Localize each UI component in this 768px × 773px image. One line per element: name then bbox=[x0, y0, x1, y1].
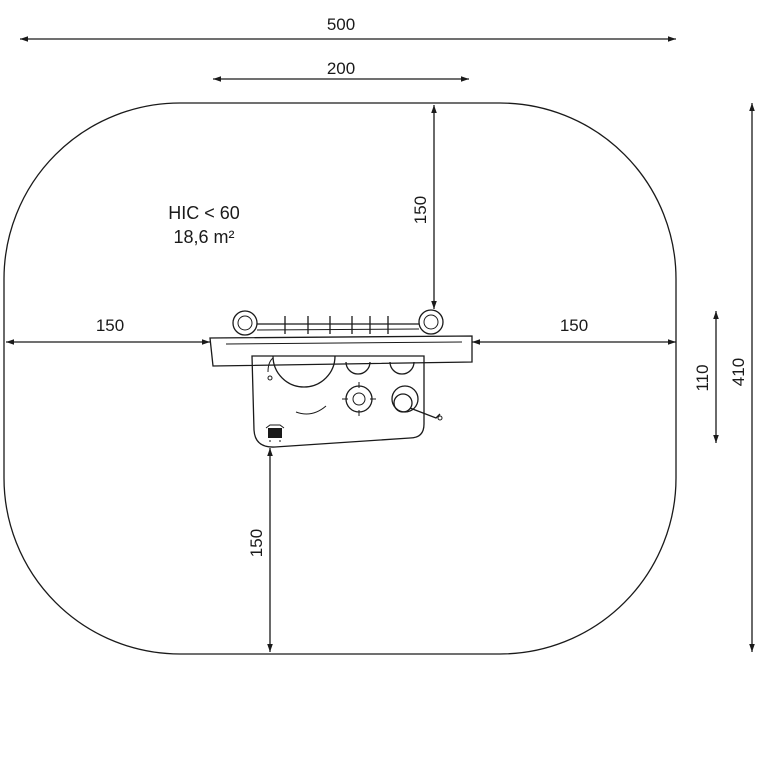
dim-label-total-depth: 410 bbox=[729, 358, 748, 386]
sink-front-curve bbox=[295, 405, 327, 415]
pan-handle-end bbox=[437, 415, 443, 421]
burner-bottom-left-ticks bbox=[342, 382, 376, 416]
counter-board-edge bbox=[225, 341, 463, 345]
top-rail-lower bbox=[256, 328, 420, 331]
burner-top-left bbox=[345, 361, 371, 375]
rail-hooks bbox=[284, 316, 389, 334]
play-kitchen-equipment bbox=[209, 309, 473, 448]
hic-label: HIC < 60 bbox=[168, 203, 240, 223]
left-post-inner bbox=[237, 315, 253, 331]
logo-emblem bbox=[265, 424, 285, 442]
right-post-inner bbox=[423, 314, 439, 330]
safety-zone-outline bbox=[3, 102, 677, 655]
counter-board bbox=[209, 335, 473, 367]
pan-handle bbox=[409, 407, 441, 419]
kitchen-cabinet bbox=[251, 355, 425, 448]
dim-label-equipment-width: 200 bbox=[327, 59, 355, 78]
dim-label-top-clearance: 150 bbox=[411, 196, 430, 224]
pan bbox=[393, 393, 413, 413]
sink-bowl bbox=[272, 355, 336, 388]
burner-top-right bbox=[389, 361, 415, 375]
dim-label-bottom-clearance: 150 bbox=[247, 529, 266, 557]
dim-label-right-clearance: 150 bbox=[560, 316, 588, 335]
left-post bbox=[232, 310, 258, 336]
dim-label-total-width: 500 bbox=[327, 15, 355, 34]
burner-bottom-left bbox=[345, 385, 373, 413]
right-post bbox=[418, 309, 444, 335]
sink-drain bbox=[267, 375, 273, 381]
burner-bottom-left-inner bbox=[352, 392, 366, 406]
sink-rim bbox=[267, 357, 274, 373]
dim-label-left-clearance: 150 bbox=[96, 316, 124, 335]
area-label: 18,6 m² bbox=[173, 227, 234, 247]
dim-label-equipment-depth: 110 bbox=[693, 364, 712, 391]
